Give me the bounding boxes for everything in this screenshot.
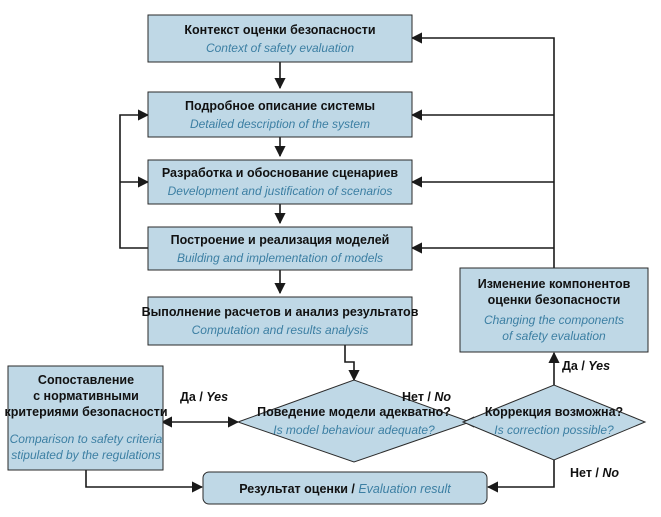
box-change-ru2: оценки безопасности xyxy=(488,293,621,307)
decision-correction: Коррекция возможна? Is correction possib… xyxy=(461,384,647,461)
box-context-en: Context of safety evaluation xyxy=(206,41,354,55)
box-result-en: Evaluation result xyxy=(358,482,451,496)
box-description-en: Detailed description of the system xyxy=(190,117,370,131)
box-result-text: Результат оценки / Evaluation result xyxy=(239,482,451,496)
decision-adequate: Поведение модели адекватно? Is model beh… xyxy=(236,379,472,463)
box-comparison-en1: Comparison to safety criteria xyxy=(10,432,163,446)
box-models-en: Building and implementation of models xyxy=(177,251,383,265)
arrow-comparison-to-result xyxy=(85,470,204,493)
box-computation-ru: Выполнение расчетов и анализ результатов xyxy=(142,305,419,319)
box-comparison: Сопоставление с нормативными критериями … xyxy=(4,365,168,471)
box-description: Подробное описание системы Detailed desc… xyxy=(147,91,413,138)
label-yes-adequate: Да / Yes xyxy=(180,390,228,404)
decision-correction-ru: Коррекция возможна? xyxy=(485,405,623,419)
box-change-ru1: Изменение компонентов xyxy=(478,277,631,291)
decision-adequate-ru: Поведение модели адекватно? xyxy=(257,405,451,419)
label-no-adequate: Нет / No xyxy=(402,390,451,404)
decision-adequate-en: Is model behaviour adequate? xyxy=(273,423,435,437)
box-description-ru: Подробное описание системы xyxy=(185,99,375,113)
box-comparison-ru2: с нормативными xyxy=(33,389,139,403)
box-change: Изменение компонентов оценки безопасност… xyxy=(459,267,649,353)
box-comparison-ru3: критериями безопасности xyxy=(4,405,167,419)
box-models: Построение и реализация моделей Building… xyxy=(147,226,413,271)
box-computation: Выполнение расчетов и анализ результатов… xyxy=(142,296,419,346)
box-scenarios-ru: Разработка и обоснование сценариев xyxy=(162,166,399,180)
arrow-no-to-result xyxy=(486,460,555,493)
box-result-ru: Результат оценки / xyxy=(239,482,358,496)
box-context-ru: Контекст оценки безопасности xyxy=(184,23,375,37)
box-comparison-ru1: Сопоставление xyxy=(38,373,134,387)
box-models-ru: Построение и реализация моделей xyxy=(171,233,390,247)
box-result: Результат оценки / Evaluation result xyxy=(202,471,488,505)
decision-correction-en: Is correction possible? xyxy=(494,423,614,437)
box-computation-en: Computation and results analysis xyxy=(192,323,369,337)
arrow-computation-to-decision xyxy=(344,345,360,382)
box-scenarios: Разработка и обоснование сценариев Devel… xyxy=(147,159,413,205)
box-scenarios-en: Development and justification of scenari… xyxy=(168,184,393,198)
box-comparison-en2: stipulated by the regulations xyxy=(11,448,160,462)
label-no-correction: Нет / No xyxy=(570,466,619,480)
box-context: Контекст оценки безопасности Context of … xyxy=(147,14,413,63)
label-yes-correction: Да / Yes xyxy=(562,359,610,373)
box-change-en1: Changing the components xyxy=(484,313,624,327)
loop-change-to-context xyxy=(410,32,555,268)
box-change-en2: of safety evaluation xyxy=(502,329,606,343)
